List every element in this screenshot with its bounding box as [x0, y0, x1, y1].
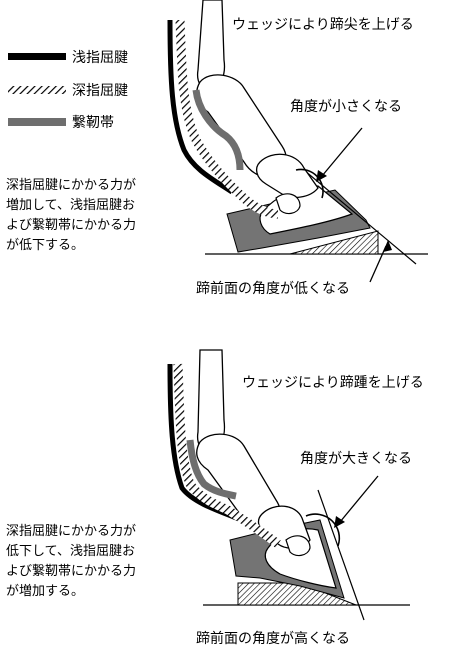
bottom-tendon-suspensory [186, 439, 237, 500]
top-effect-line-1: 深指屈腱にかかる力が [6, 178, 137, 193]
bottom-ground-block [237, 582, 357, 606]
legend-swatch-suspensory [8, 118, 66, 126]
bottom-effect-line-2: 低下して、浅指屈腱お [6, 544, 135, 559]
top-angle-arrowhead [316, 170, 327, 182]
bottom-hoof-label: 蹄前面の角度が高くなる [196, 631, 350, 647]
legend-label-suspensory: 繋靭帯 [72, 115, 114, 131]
top-diagram [167, 0, 428, 283]
bottom-diagram [167, 349, 410, 621]
top-tendon-suspensory [192, 89, 244, 171]
bottom-effect-line-1: 深指屈腱にかかる力が [6, 524, 137, 539]
legend-label-superficial: 浅指屈腱 [72, 50, 128, 66]
top-hoof-arrow [369, 245, 387, 283]
top-navicular [275, 193, 301, 215]
top-effect-line-3: よび繋靭帯にかかる力 [6, 218, 137, 233]
bottom-angle-arrowhead [334, 516, 345, 528]
top-effect-text: 深指屈腱にかかる力が 増加して、浅指屈腱お よび繋靭帯にかかる力 が低下する。 [6, 176, 136, 256]
bottom-effect-text: 深指屈腱にかかる力が 低下して、浅指屈腱お よび繋靭帯にかかる力 が増加する。 [6, 522, 136, 602]
top-ground-block [289, 230, 379, 255]
top-tendon-deep [175, 19, 279, 219]
bottom-tendon-deep [173, 363, 281, 548]
top-hoof-label: 蹄前面の角度が低くなる [196, 281, 350, 297]
top-hoof-arrowhead [383, 240, 392, 252]
bottom-angle-arrow [339, 475, 379, 523]
legend-swatch-superficial [8, 53, 66, 60]
top-effect-line-4: が低下する。 [6, 238, 85, 253]
top-effect-line-2: 増加して、浅指屈腱お [6, 198, 135, 213]
legend-label-deep: 深指屈腱 [72, 83, 128, 99]
top-guide-line [291, 159, 417, 265]
bottom-title: ウェッジにより蹄踵を上げる [242, 375, 424, 391]
bottom-angle-arc [305, 513, 341, 547]
top-short-pastern [255, 153, 319, 199]
top-title: ウェッジにより蹄尖を上げる [232, 17, 414, 33]
bottom-effect-line-4: が増加する。 [6, 584, 85, 599]
top-angle-arrow [321, 127, 363, 177]
top-angle-label: 角度が小さくなる [290, 99, 402, 115]
bottom-guide-line [317, 489, 365, 621]
bottom-effect-line-3: よび繋靭帯にかかる力 [6, 564, 137, 579]
bottom-tendon-superficial [167, 363, 253, 527]
bottom-navicular [285, 535, 311, 557]
bottom-angle-label: 角度が大きくなる [300, 451, 412, 467]
top-tendon-superficial [167, 19, 234, 195]
legend-swatch-deep [8, 86, 66, 94]
